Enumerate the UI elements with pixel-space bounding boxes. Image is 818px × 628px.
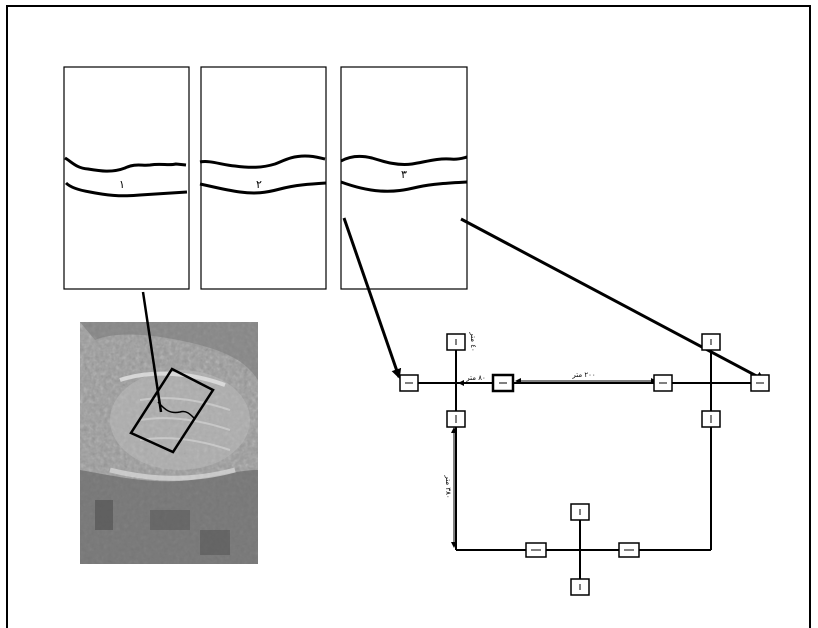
dimension-200: ٢٠٠ متر — [515, 371, 657, 384]
photo-river-trace — [157, 401, 195, 419]
section-1-bottom-line — [64, 181, 188, 198]
section-3-top-line — [340, 154, 468, 166]
photo-study-area-box — [129, 367, 215, 454]
section-panel-1: ١ — [63, 66, 190, 290]
section-2-label: ٢ — [256, 178, 262, 191]
section-2-bottom-line — [199, 181, 327, 195]
aerial-photo — [80, 322, 258, 564]
dimension-40: ٤٠ متر — [469, 331, 477, 351]
section-panel-2: ٢ — [199, 66, 327, 290]
section-3-bottom-line — [340, 180, 468, 193]
section-panel-3: ٣ — [340, 66, 468, 290]
connector-panel3-right — [460, 217, 766, 382]
figure-border — [6, 5, 811, 628]
dim-80-label: ٨٠ متر — [465, 374, 485, 382]
section-2-top-line — [199, 154, 326, 169]
dim-200-label: ٢٠٠ متر — [571, 371, 595, 379]
section-1-label: ١ — [119, 178, 125, 191]
connector-panel1-to-photo — [141, 291, 163, 413]
node-ticks — [405, 339, 764, 590]
section-3-label: ٣ — [401, 168, 407, 181]
dim-40-label: ٤٠ متر — [469, 331, 477, 351]
dimension-380: ٣٨٠ متر — [444, 427, 457, 548]
section-1-top-line — [64, 156, 187, 173]
dim-380-label: ٣٨٠ متر — [444, 474, 452, 498]
connector-panel3-to-node — [342, 217, 402, 379]
